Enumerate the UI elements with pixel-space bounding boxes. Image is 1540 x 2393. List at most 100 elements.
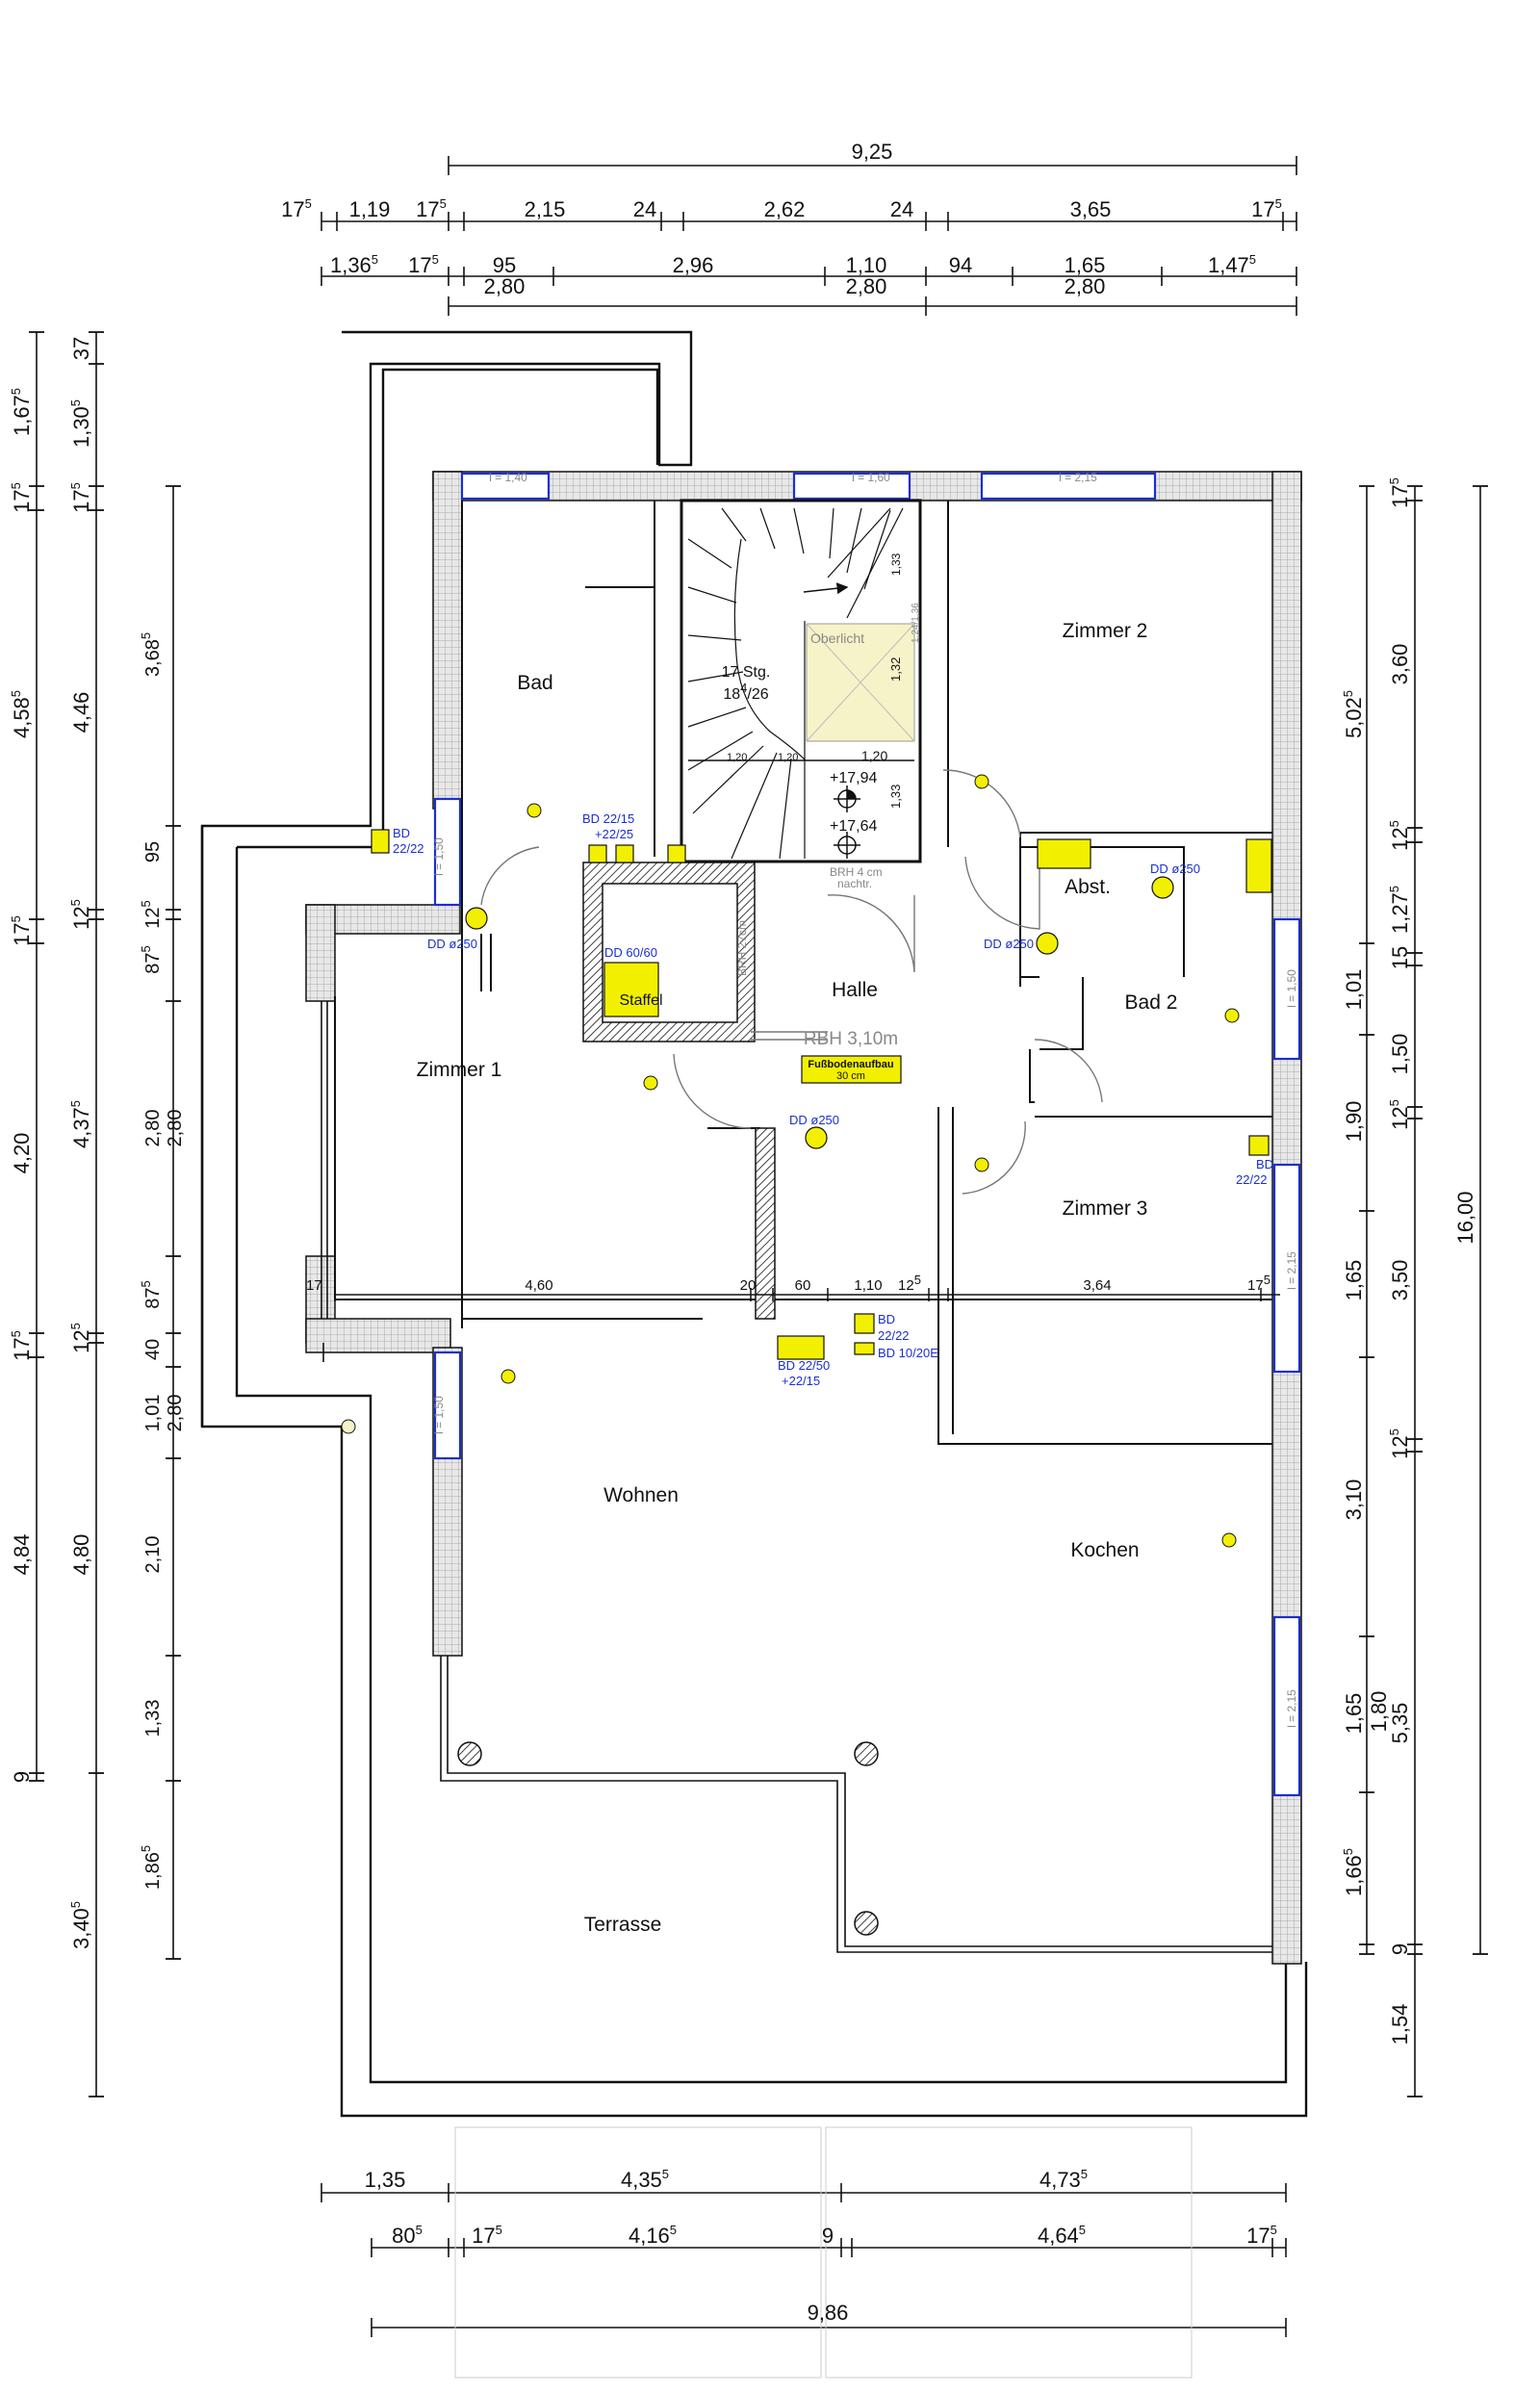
- brh-4cm-1: BRH 4 cm: [830, 865, 883, 879]
- dim-label: 3,10: [1342, 1480, 1366, 1521]
- lights: [341, 774, 1240, 1548]
- vent-dd-3: [1036, 932, 1059, 955]
- room-height-label: RBH 3,10m: [804, 1029, 898, 1049]
- dim-label: 4,46: [69, 692, 93, 733]
- room-label-halle: Halle: [832, 979, 878, 1001]
- stair-small-2: 1,20: [778, 752, 798, 763]
- dim-label: 2,62: [764, 197, 806, 221]
- dim-label: 2,15: [525, 197, 566, 221]
- svg-text:125: 125: [898, 1273, 921, 1294]
- stair-side-dim-2: 1,33: [888, 785, 903, 809]
- downpipe: [457, 1741, 482, 1766]
- dim-label: 37: [69, 337, 93, 360]
- room-label-zimmer1: Zimmer 1: [417, 1059, 502, 1081]
- dim-label: 5,025: [1341, 690, 1366, 738]
- dim-label: 1,275: [1387, 886, 1412, 934]
- dim-label: 2,80: [142, 1110, 164, 1147]
- stair-width-1: 1,20: [727, 752, 747, 763]
- level-lower: +17,64: [830, 818, 877, 835]
- dim-label: 2,80: [484, 274, 526, 298]
- dim-label: 94: [949, 253, 972, 277]
- top-dimensions: [321, 156, 1297, 316]
- dim-label: 4,20: [10, 1133, 34, 1174]
- dim-label: 3,60: [1388, 644, 1412, 685]
- dim-label: 1,80: [1367, 1691, 1391, 1733]
- room-labels: Bad Zimmer 2 Halle Abst. Bad 2 Zimmer 1 …: [417, 620, 1178, 1936]
- dim-label: 2,80: [165, 1395, 186, 1432]
- dim-label: 1,01: [142, 1395, 164, 1432]
- dd-60-label: DD 60/60: [604, 945, 657, 960]
- dim-label: 1,65: [1342, 1693, 1366, 1735]
- svg-text:+22/25: +22/25: [595, 827, 633, 841]
- dim-label: 175: [68, 482, 93, 513]
- svg-text:20: 20: [740, 1277, 757, 1294]
- dim-label: 1,19: [349, 197, 391, 221]
- dim-label: 805: [392, 2223, 423, 2248]
- room-label-bad: Bad: [517, 672, 552, 694]
- dim-label: 2,80: [846, 274, 887, 298]
- dim-label: 1,305: [68, 399, 93, 448]
- svg-text:BD 22/50: BD 22/50: [778, 1358, 830, 1373]
- overall-width-top: 9,25: [852, 140, 893, 164]
- level-upper: +17,94: [830, 770, 877, 786]
- inner-dim-labels: 17 4,60 20 60 1,10 125 3,64 175: [306, 1273, 1270, 1294]
- dim-label: 5,35: [1388, 1703, 1412, 1744]
- vent-dd-1: [465, 907, 488, 930]
- top-dimension-labels: 9,25: [852, 140, 893, 164]
- room-label-staffel: Staffel: [619, 992, 662, 1009]
- dim-label: 95: [493, 253, 516, 277]
- dim-label: 125: [1387, 1099, 1412, 1130]
- dim-label: 4,645: [1038, 2223, 1086, 2248]
- dim-label: 9: [822, 2224, 834, 2248]
- vent-dd-4: [805, 1126, 828, 1149]
- dim-label: 1,33: [142, 1700, 164, 1737]
- svg-text:BD: BD: [878, 1312, 895, 1326]
- bottom-faint-frame: [454, 2126, 1193, 2379]
- dim-label: 1,665: [1341, 1848, 1366, 1896]
- dim-label: 175: [416, 196, 447, 221]
- dim-label: 2,96: [673, 253, 714, 277]
- right-dimensions: [1366, 486, 1481, 2097]
- window-labels: l = 1,40 l = 1,60 l = 2,15 l = 1,50 l = …: [432, 471, 1298, 1728]
- dim-label: 2,80: [165, 1110, 186, 1147]
- doors: [480, 769, 1103, 1195]
- overall-height-right: 16,00: [1453, 1191, 1477, 1244]
- room-label-zimmer3: Zimmer 3: [1063, 1197, 1148, 1220]
- stair-small-3: 1,24/1,36: [911, 603, 921, 643]
- column: [755, 1127, 776, 1320]
- dim-label: 3,50: [1388, 1260, 1412, 1301]
- dim-label: 175: [1387, 477, 1412, 508]
- downpipes: [457, 1741, 879, 1936]
- dim-label: 4,355: [621, 2167, 669, 2192]
- stair-side-dim: 1,32: [888, 657, 903, 682]
- room-label-zimmer2: Zimmer 2: [1063, 620, 1148, 642]
- left-dim-col3: 3,685951258752,80875401,012,101,331,8652…: [139, 632, 186, 1890]
- svg-text:1,10: 1,10: [854, 1277, 882, 1294]
- windows: [433, 472, 1301, 1797]
- svg-text:60: 60: [795, 1277, 811, 1294]
- stair-small-1: 1,33: [889, 553, 903, 576]
- dim-label: 1,50: [1388, 1034, 1412, 1075]
- room-label-kochen: Kochen: [1070, 1539, 1139, 1561]
- dim-label: 875: [139, 945, 164, 973]
- dim-label: 1,10: [846, 253, 887, 277]
- dim-label: 125: [68, 899, 93, 930]
- dim-label: 1,865: [139, 1845, 164, 1890]
- dim-label: 4,80: [69, 1534, 93, 1576]
- vents-large: [465, 876, 1174, 1149]
- staffel-box: [603, 962, 659, 1017]
- room-label-wohnen: Wohnen: [603, 1484, 679, 1506]
- room-label-terrasse: Terrasse: [584, 1914, 662, 1936]
- dim-label: 175: [408, 252, 439, 277]
- dim-label: 40: [142, 1339, 164, 1360]
- dim-label: 175: [281, 196, 312, 221]
- svg-text:22/22: 22/22: [1236, 1172, 1268, 1187]
- window-label: l = 1,60: [852, 471, 890, 484]
